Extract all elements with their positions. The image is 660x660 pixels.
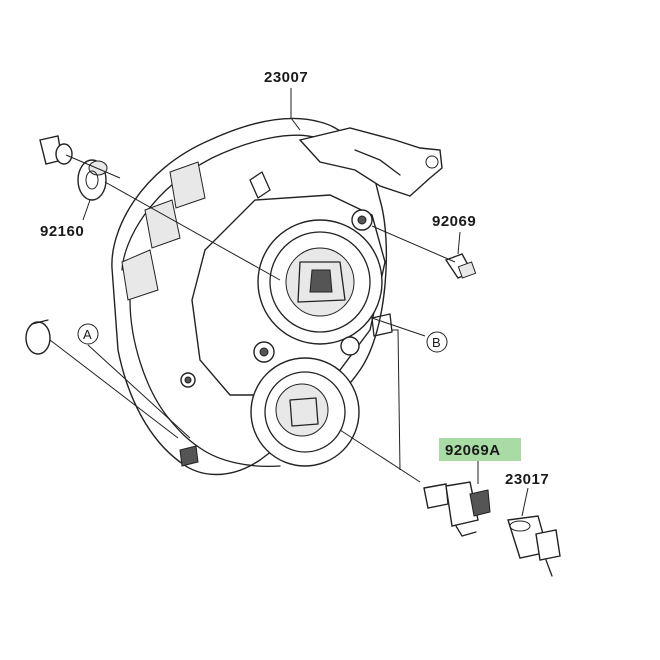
callout-b-text: B [432, 335, 441, 350]
label-socket: 23017 [505, 471, 549, 488]
label-bulb-main: 92069A [439, 438, 521, 461]
adjuster-screw-left [180, 372, 196, 388]
adjuster-screw-top [351, 209, 373, 231]
leader-lines [49, 88, 529, 517]
plug-part [25, 319, 51, 355]
callout-a-text: A [83, 327, 92, 342]
bulb-main-part [423, 481, 491, 537]
highlight-box [439, 438, 521, 461]
headlamp-assembly [111, 117, 443, 476]
grommet-part [77, 159, 108, 201]
callout-a: A [77, 323, 99, 345]
bolt-part [39, 135, 73, 165]
label-bulb-small: 92069 [432, 213, 476, 230]
bulb-small-part [444, 253, 477, 279]
socket-part [507, 515, 561, 577]
label-bulb-main-text: 92069A [445, 442, 501, 459]
callout-b: B [426, 331, 448, 353]
label-headlamp: 23007 [264, 69, 308, 86]
label-grommet: 92160 [40, 223, 84, 240]
adjuster-screw-mid [253, 341, 275, 363]
